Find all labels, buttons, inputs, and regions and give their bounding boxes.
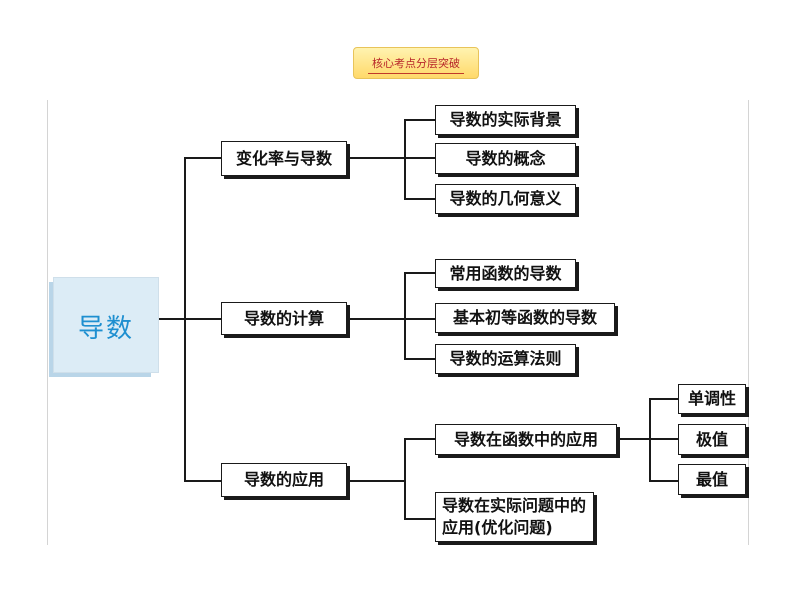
leaf-node: 导数的运算法则 xyxy=(435,344,576,374)
connector-branch1-out xyxy=(347,157,406,159)
connector-branch1-child-2 xyxy=(404,157,436,159)
sub-branch-node: 导数在函数中的应用 xyxy=(435,424,617,455)
connector-sub-child-3 xyxy=(649,480,679,482)
connector-branch3-out xyxy=(347,480,406,482)
leaf-node: 导数的概念 xyxy=(435,143,576,174)
root-node: 导数 xyxy=(53,277,159,373)
leaf-node: 基本初等函数的导数 xyxy=(435,303,615,333)
connector-branch2-child-3 xyxy=(404,358,436,360)
connector-branch2-child-2 xyxy=(404,318,436,320)
connector-branch2-spine xyxy=(404,272,406,360)
connector-level1-branch-1 xyxy=(184,157,222,159)
connector-root-out xyxy=(159,318,185,320)
connector-branch3-child-2 xyxy=(404,518,436,520)
connector-sub-out xyxy=(617,438,650,440)
header-badge: 核心考点分层突破 xyxy=(353,47,479,79)
leaf-node: 导数的几何意义 xyxy=(435,184,576,214)
connector-sub-child-1 xyxy=(649,398,679,400)
leaf-node: 导数的实际背景 xyxy=(435,105,576,135)
connector-branch1-child-3 xyxy=(404,198,436,200)
connector-branch3-child-1 xyxy=(404,438,436,440)
branch-node-2: 导数的计算 xyxy=(221,302,347,335)
connector-sub-child-2 xyxy=(649,438,679,440)
connector-branch1-child-1 xyxy=(404,119,436,121)
connector-branch2-out xyxy=(347,318,406,320)
connector-level1-branch-2 xyxy=(184,318,222,320)
leaf-node: 最值 xyxy=(678,464,746,495)
leaf-node: 导数在实际问题中的应用(优化问题) xyxy=(435,492,594,542)
header-title: 核心考点分层突破 xyxy=(372,57,460,70)
frame-right-border xyxy=(748,100,749,545)
connector-level1-branch-3 xyxy=(184,480,222,482)
leaf-node: 常用函数的导数 xyxy=(435,259,576,288)
leaf-node: 单调性 xyxy=(678,384,746,414)
connector-branch1-spine xyxy=(404,119,406,200)
root-node-label: 导数 xyxy=(77,314,134,344)
header-underline xyxy=(368,73,464,74)
frame-left-border xyxy=(47,100,48,545)
connector-branch3-spine xyxy=(404,438,406,520)
branch-node-1: 变化率与导数 xyxy=(221,141,347,176)
connector-branch2-child-1 xyxy=(404,272,436,274)
branch-node-3: 导数的应用 xyxy=(221,463,347,497)
leaf-node: 极值 xyxy=(678,424,746,455)
